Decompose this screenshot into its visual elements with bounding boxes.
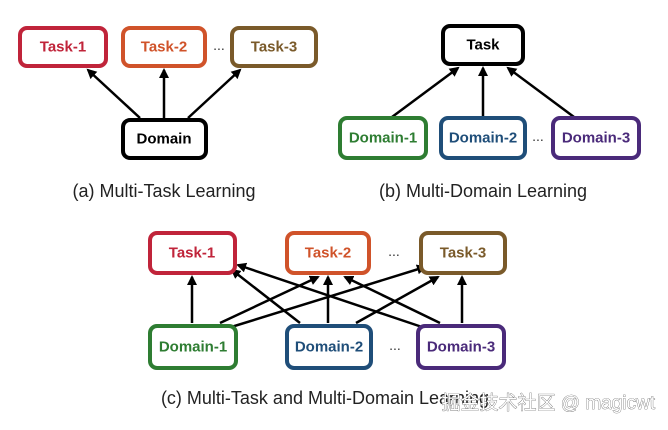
node-a-task2-box — [121, 26, 207, 68]
caption-b: (b) Multi-Domain Learning — [379, 181, 587, 201]
node-a-task1-box — [18, 26, 108, 68]
panel-b: Task Domain-1 Domain-2 ... Domain-3 (b) … — [338, 24, 641, 201]
node-c-domain2-box — [285, 324, 373, 370]
node-b-task-label: Task — [466, 37, 500, 54]
node-a-task1: Task-1 — [18, 26, 108, 68]
node-b-domain1: Domain-1 — [338, 116, 428, 160]
caption-c: (c) Multi-Task and Multi-Domain Learning — [161, 388, 489, 408]
node-c-domain2-label: Domain-2 — [295, 339, 363, 356]
node-a-domain-box — [121, 118, 208, 160]
arrow-c-d3-t2 — [343, 275, 441, 325]
node-a-domain: Domain — [121, 118, 208, 160]
node-c-domain3-label: Domain-3 — [427, 339, 495, 356]
arrow-c-d3-t1 — [236, 262, 426, 330]
node-c-task2: Task-2 — [285, 231, 371, 275]
node-c-task1-box — [148, 231, 237, 275]
node-b-domain3-box — [551, 116, 641, 160]
node-a-task3-label: Task-3 — [251, 39, 297, 56]
watermark-text: 掘金技术社区 @ magicwt — [441, 392, 655, 414]
node-c-domain1-label: Domain-1 — [159, 339, 227, 356]
node-b-domain3-label: Domain-3 — [562, 130, 630, 147]
arrow-a-domain-task3 — [187, 68, 242, 119]
node-c-domain3-box — [416, 324, 506, 370]
node-c-task2-label: Task-2 — [305, 245, 351, 262]
node-a-task1-label: Task-1 — [40, 39, 86, 56]
node-a-task3: Task-3 — [230, 26, 318, 68]
ellipsis-c-top: ... — [388, 243, 400, 259]
arrow-b-domain3-task — [506, 66, 575, 119]
node-c-task1-label: Task-1 — [169, 245, 215, 262]
node-c-task1: Task-1 — [148, 231, 237, 275]
arrow-c-d1-t3 — [227, 264, 427, 330]
arrow-a-domain-task1 — [86, 68, 141, 119]
node-c-task3-box — [419, 231, 507, 275]
node-a-task2: Task-2 — [121, 26, 207, 68]
node-b-domain3: Domain-3 — [551, 116, 641, 160]
panel-a: Task-1 Task-2 ... Task-3 Domain (a) Mult… — [18, 26, 318, 201]
node-b-task: Task — [441, 24, 525, 66]
ellipsis-b: ... — [532, 128, 544, 144]
node-c-domain2: Domain-2 — [285, 324, 373, 370]
node-a-task3-box — [230, 26, 318, 68]
node-c-domain1: Domain-1 — [148, 324, 238, 370]
caption-a: (a) Multi-Task Learning — [72, 181, 255, 201]
ellipsis-c-bottom: ... — [389, 337, 401, 353]
node-c-domain1-box — [148, 324, 238, 370]
node-a-domain-label: Domain — [136, 131, 191, 148]
node-b-domain2-label: Domain-2 — [449, 130, 517, 147]
node-c-task3-label: Task-3 — [440, 245, 486, 262]
node-b-task-box — [441, 24, 525, 66]
node-c-task3: Task-3 — [419, 231, 507, 275]
node-b-domain1-label: Domain-1 — [349, 130, 417, 147]
arrow-b-domain1-task — [391, 66, 460, 119]
node-a-task2-label: Task-2 — [141, 39, 187, 56]
arrow-c-d2-t3 — [355, 275, 440, 325]
ellipsis-a: ... — [213, 37, 225, 53]
panel-c: Task-1 Task-2 ... Task-3 Domain-1 Domain… — [148, 231, 507, 408]
node-c-task2-box — [285, 231, 371, 275]
node-b-domain1-box — [338, 116, 428, 160]
node-c-domain3: Domain-3 — [416, 324, 506, 370]
node-b-domain2-box — [439, 116, 527, 160]
arrow-c-d2-t1 — [230, 268, 301, 324]
node-b-domain2: Domain-2 — [439, 116, 527, 160]
